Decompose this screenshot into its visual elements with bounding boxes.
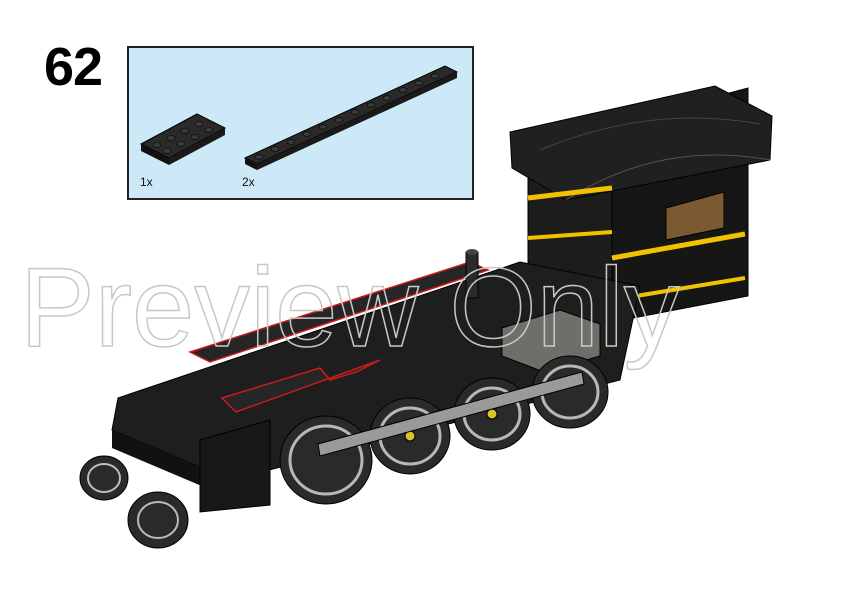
chassis-deck xyxy=(111,261,641,513)
parts-illustration xyxy=(139,65,459,170)
cab-assembly xyxy=(509,85,773,323)
parts-callout: 1x 2x xyxy=(127,46,474,200)
step-number: 62 xyxy=(44,37,103,97)
part-qty-plate-1x12: 2x xyxy=(242,175,255,189)
plate-2x4-part xyxy=(139,113,227,165)
pilot-wheels xyxy=(79,455,189,549)
smokestack xyxy=(465,249,479,299)
part-qty-plate-2x4: 1x xyxy=(140,175,153,189)
connecting-rod xyxy=(317,371,585,457)
plate-1x12-part xyxy=(243,65,459,170)
new-plates-highlight xyxy=(188,261,491,413)
